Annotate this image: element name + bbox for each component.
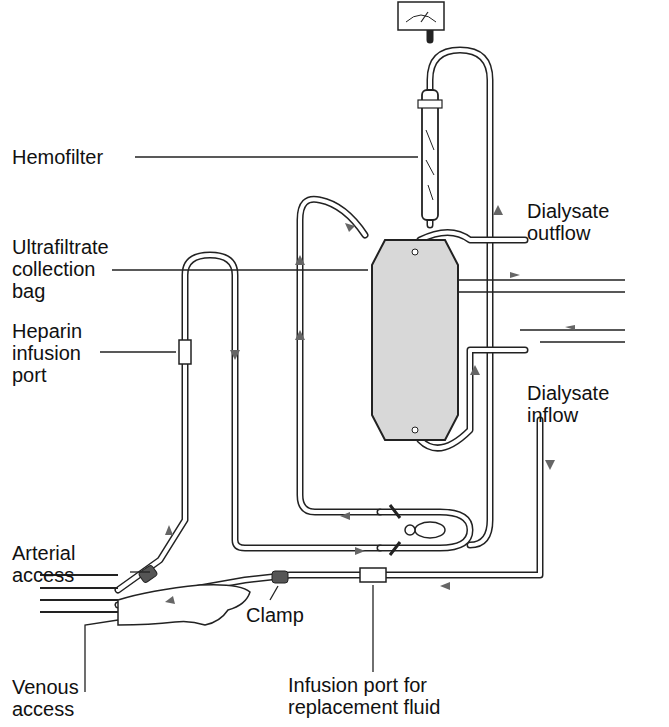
part-label: Heparin infusion port (12, 320, 102, 386)
part-label: Arterial access (12, 542, 132, 586)
part-label: Infusion port for replacement fluid (288, 674, 528, 718)
flow-arrows (165, 205, 575, 604)
part-label: Ultrafiltrate collection bag (12, 236, 117, 302)
pressure-gauge (398, 2, 444, 30)
part-label: Dialysate outflow (527, 200, 662, 244)
tubing (118, 10, 625, 605)
ultrafiltrate-bag (372, 240, 458, 440)
part-label: Clamp (246, 604, 326, 626)
leader-lines (85, 157, 418, 692)
part-label: Dialysate inflow (527, 382, 662, 426)
ports (138, 340, 386, 584)
pump-clamp (380, 505, 470, 555)
part-label: Venous access (12, 676, 132, 720)
hemofilter (418, 90, 442, 220)
part-label: Hemofilter (12, 146, 142, 168)
